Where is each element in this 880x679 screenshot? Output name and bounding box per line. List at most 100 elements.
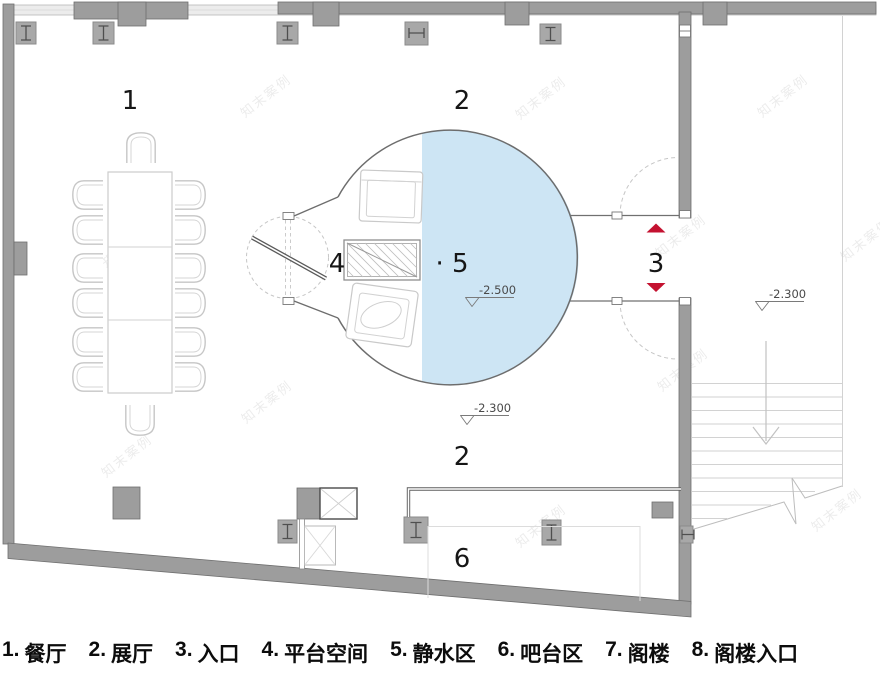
right-wall-upper <box>678 11 692 219</box>
label-still-water: · 5 <box>435 249 468 279</box>
column-ibeam <box>277 519 298 544</box>
legend-num: 7. <box>605 638 623 661</box>
entrance-doors <box>570 24 691 360</box>
top-beam <box>277 1 877 15</box>
bar-zone-outline <box>427 526 641 601</box>
door-jamb <box>611 211 623 220</box>
legend-label: 展厅 <box>111 643 154 666</box>
watermark: 知末案例 <box>238 72 295 121</box>
door-swing-arc <box>619 300 679 360</box>
left-wall-pilaster <box>13 241 28 276</box>
column-ibeam <box>92 21 115 45</box>
label-entrance: 3 <box>648 249 665 279</box>
legend-label: 阁楼 <box>627 643 670 666</box>
door-swing-circle <box>246 216 329 299</box>
armchair <box>358 169 424 224</box>
legend-item-loft: 7.阁楼 <box>605 638 670 668</box>
arrow-down-icon <box>646 283 666 292</box>
label-platform: 4 <box>329 249 346 279</box>
elevation-triangle-icon <box>755 301 770 311</box>
legend-num: 2. <box>88 638 107 661</box>
column-ibeam <box>541 519 562 546</box>
legend-item-platform: 4.平台空间 <box>262 638 369 668</box>
top-beam-tab <box>312 1 340 27</box>
legend-num: 6. <box>497 638 516 661</box>
stair-direction-arrow <box>752 341 780 445</box>
bottom-wall <box>7 542 692 618</box>
elevation-marker: -2.500 <box>465 283 516 307</box>
column-plain <box>296 487 321 520</box>
door-jamb <box>282 297 295 305</box>
label-exhibition-top: 2 <box>454 86 471 116</box>
legend-item-dining: 1.餐厅 <box>2 638 67 668</box>
watermark: 知末案例 <box>838 216 880 265</box>
door-swing-arc <box>619 157 679 216</box>
label-exhibition-bottom: 2 <box>454 442 471 472</box>
door-jamb <box>611 297 623 305</box>
top-beam-tab <box>702 1 728 26</box>
legend-num: 4. <box>261 638 280 661</box>
legend-num: 3. <box>175 638 193 661</box>
legend-item-bar: 6.吧台区 <box>498 638 584 668</box>
right-wall-lower <box>678 297 692 605</box>
watermark: 知末案例 <box>513 74 570 123</box>
top-beam-tab <box>504 1 530 26</box>
legend-item-loft-entrance: 8.阁楼入口 <box>692 638 799 668</box>
column-ibeam <box>15 21 37 45</box>
structural-columns <box>15 21 695 546</box>
svg-text:-2.300: -2.300 <box>769 287 806 301</box>
legend-label: 阁楼入口 <box>714 643 799 666</box>
elevation-marker: -2.300 <box>460 401 511 425</box>
arrow-up-icon <box>646 223 666 233</box>
legend-label: 吧台区 <box>520 643 584 666</box>
area-labels: 1 2 4 · 5 3 2 6 <box>122 86 665 574</box>
stairs <box>692 16 843 530</box>
svg-text:-2.300: -2.300 <box>474 401 511 415</box>
legend-num: 1. <box>2 638 20 661</box>
column-plain <box>651 501 674 519</box>
legend-num: 5. <box>390 638 408 661</box>
legend-item-still-water: 5.静水区 <box>390 638 476 668</box>
left-wall <box>2 3 15 545</box>
svg-text:-2.500: -2.500 <box>479 283 516 297</box>
elevation-markers: -2.500 -2.300 -2.300 <box>460 283 806 425</box>
legend-label: 餐厅 <box>24 643 67 666</box>
platform-furniture <box>343 169 424 348</box>
pivot-door <box>246 212 329 305</box>
top-beam-tab <box>117 1 147 27</box>
watermark: 知末案例 <box>755 72 812 121</box>
break-line <box>693 477 843 530</box>
elevation-marker: -2.300 <box>755 287 806 311</box>
column-ibeam <box>276 21 299 45</box>
entrance-arrows <box>646 223 666 292</box>
watermark: 知末案例 <box>809 486 866 535</box>
floor-plan-canvas: 知末案例 知末案例 知末案例 知末案例 知末案例 知末案例 知末案例 知末案例 … <box>2 1 880 618</box>
dining-table <box>107 171 173 394</box>
label-dining: 1 <box>122 86 139 116</box>
watermark: 知末案例 <box>239 378 296 427</box>
legend-item-entrance: 3.入口 <box>175 638 240 668</box>
label-bar: 6 <box>454 544 471 574</box>
column-ibeam <box>679 525 695 544</box>
bar-area <box>406 487 681 601</box>
column-ibeam <box>404 21 429 46</box>
legend-item-exhibition: 2.展厅 <box>89 638 154 668</box>
floor-plan: 知末案例 知末案例 知末案例 知末案例 知末案例 知末案例 知末案例 知末案例 … <box>2 1 880 618</box>
watermark: 知末案例 <box>99 432 156 481</box>
elevator-shaft <box>299 487 358 570</box>
legend-label: 平台空间 <box>284 643 369 666</box>
wall-end-cap <box>679 297 691 306</box>
dining-area <box>72 132 206 436</box>
column-ibeam <box>403 516 429 544</box>
elevation-triangle-icon <box>465 297 480 307</box>
legend: 1.餐厅 2.展厅 3.入口 4.平台空间 5.静水区 6.吧台区 7.阁楼 8… <box>0 622 880 668</box>
wall-end-cap <box>679 210 691 219</box>
armchair <box>345 282 419 348</box>
water-area <box>422 130 579 385</box>
coffee-table-hatched <box>343 239 421 281</box>
column-plain <box>112 486 141 520</box>
column-ibeam <box>539 23 562 45</box>
legend-num: 8. <box>691 638 710 661</box>
door-jamb <box>282 212 295 220</box>
legend-label: 静水区 <box>412 643 476 666</box>
